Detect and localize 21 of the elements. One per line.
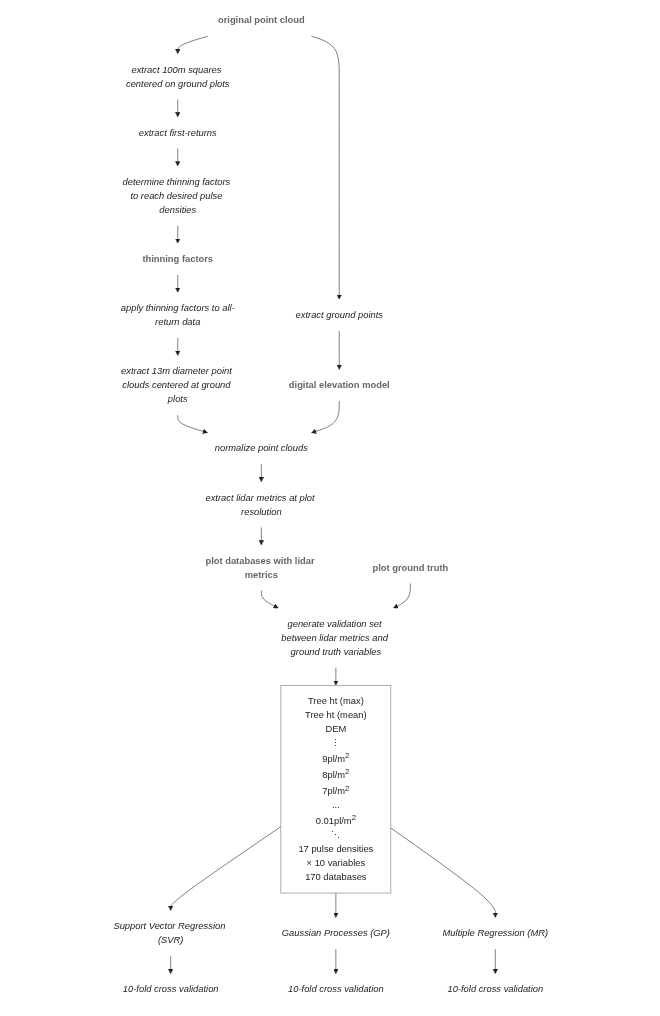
node-text: generate validation set between lidar metrics and ground truth variables (281, 618, 388, 657)
node-text: apply thinning factors to all-return data (120, 302, 235, 327)
node-text: extract first-returns (138, 127, 217, 138)
node-text: digital elevation model (288, 380, 390, 390)
node-text: 10-fold cross validation (447, 984, 544, 995)
node-text: Support Vector Regression (SVR) (113, 921, 226, 946)
node-box: Tree ht (max) Tree ht (mean) DEM ⋮ 9pl/m$^{2}$ 8pl/m$^{2}$ 7pl/m$^{2}$ ... 0.01pl/m$^{2}$ ⋱ 17 pulse densities × 10 variables 170 databases (280, 685, 391, 894)
node-text: 10-fold cross validation (287, 984, 384, 995)
node-text: normalize point clouds (214, 443, 308, 454)
node-text: extract lidar metrics at plot resolution (205, 492, 315, 517)
node-text: original point cloud (217, 15, 305, 26)
node-text: extract 100m squares centered on ground plots (125, 64, 230, 89)
node-text: Gaussian Processes (GP) (281, 928, 390, 939)
node-text: extract ground points (295, 309, 383, 320)
node-text: plot databases with lidar metrics (205, 555, 315, 580)
node-text: thinning factors (142, 253, 213, 264)
node-text: Multiple Regression (MR) (442, 928, 548, 939)
node-text: 10-fold cross validation (122, 984, 219, 995)
node-text: plot ground truth (372, 562, 449, 573)
node-text: determine thinning factors to reach desired pulse densities (122, 176, 231, 215)
node-text: extract 13m diameter point clouds centered at ground plots (120, 366, 232, 405)
